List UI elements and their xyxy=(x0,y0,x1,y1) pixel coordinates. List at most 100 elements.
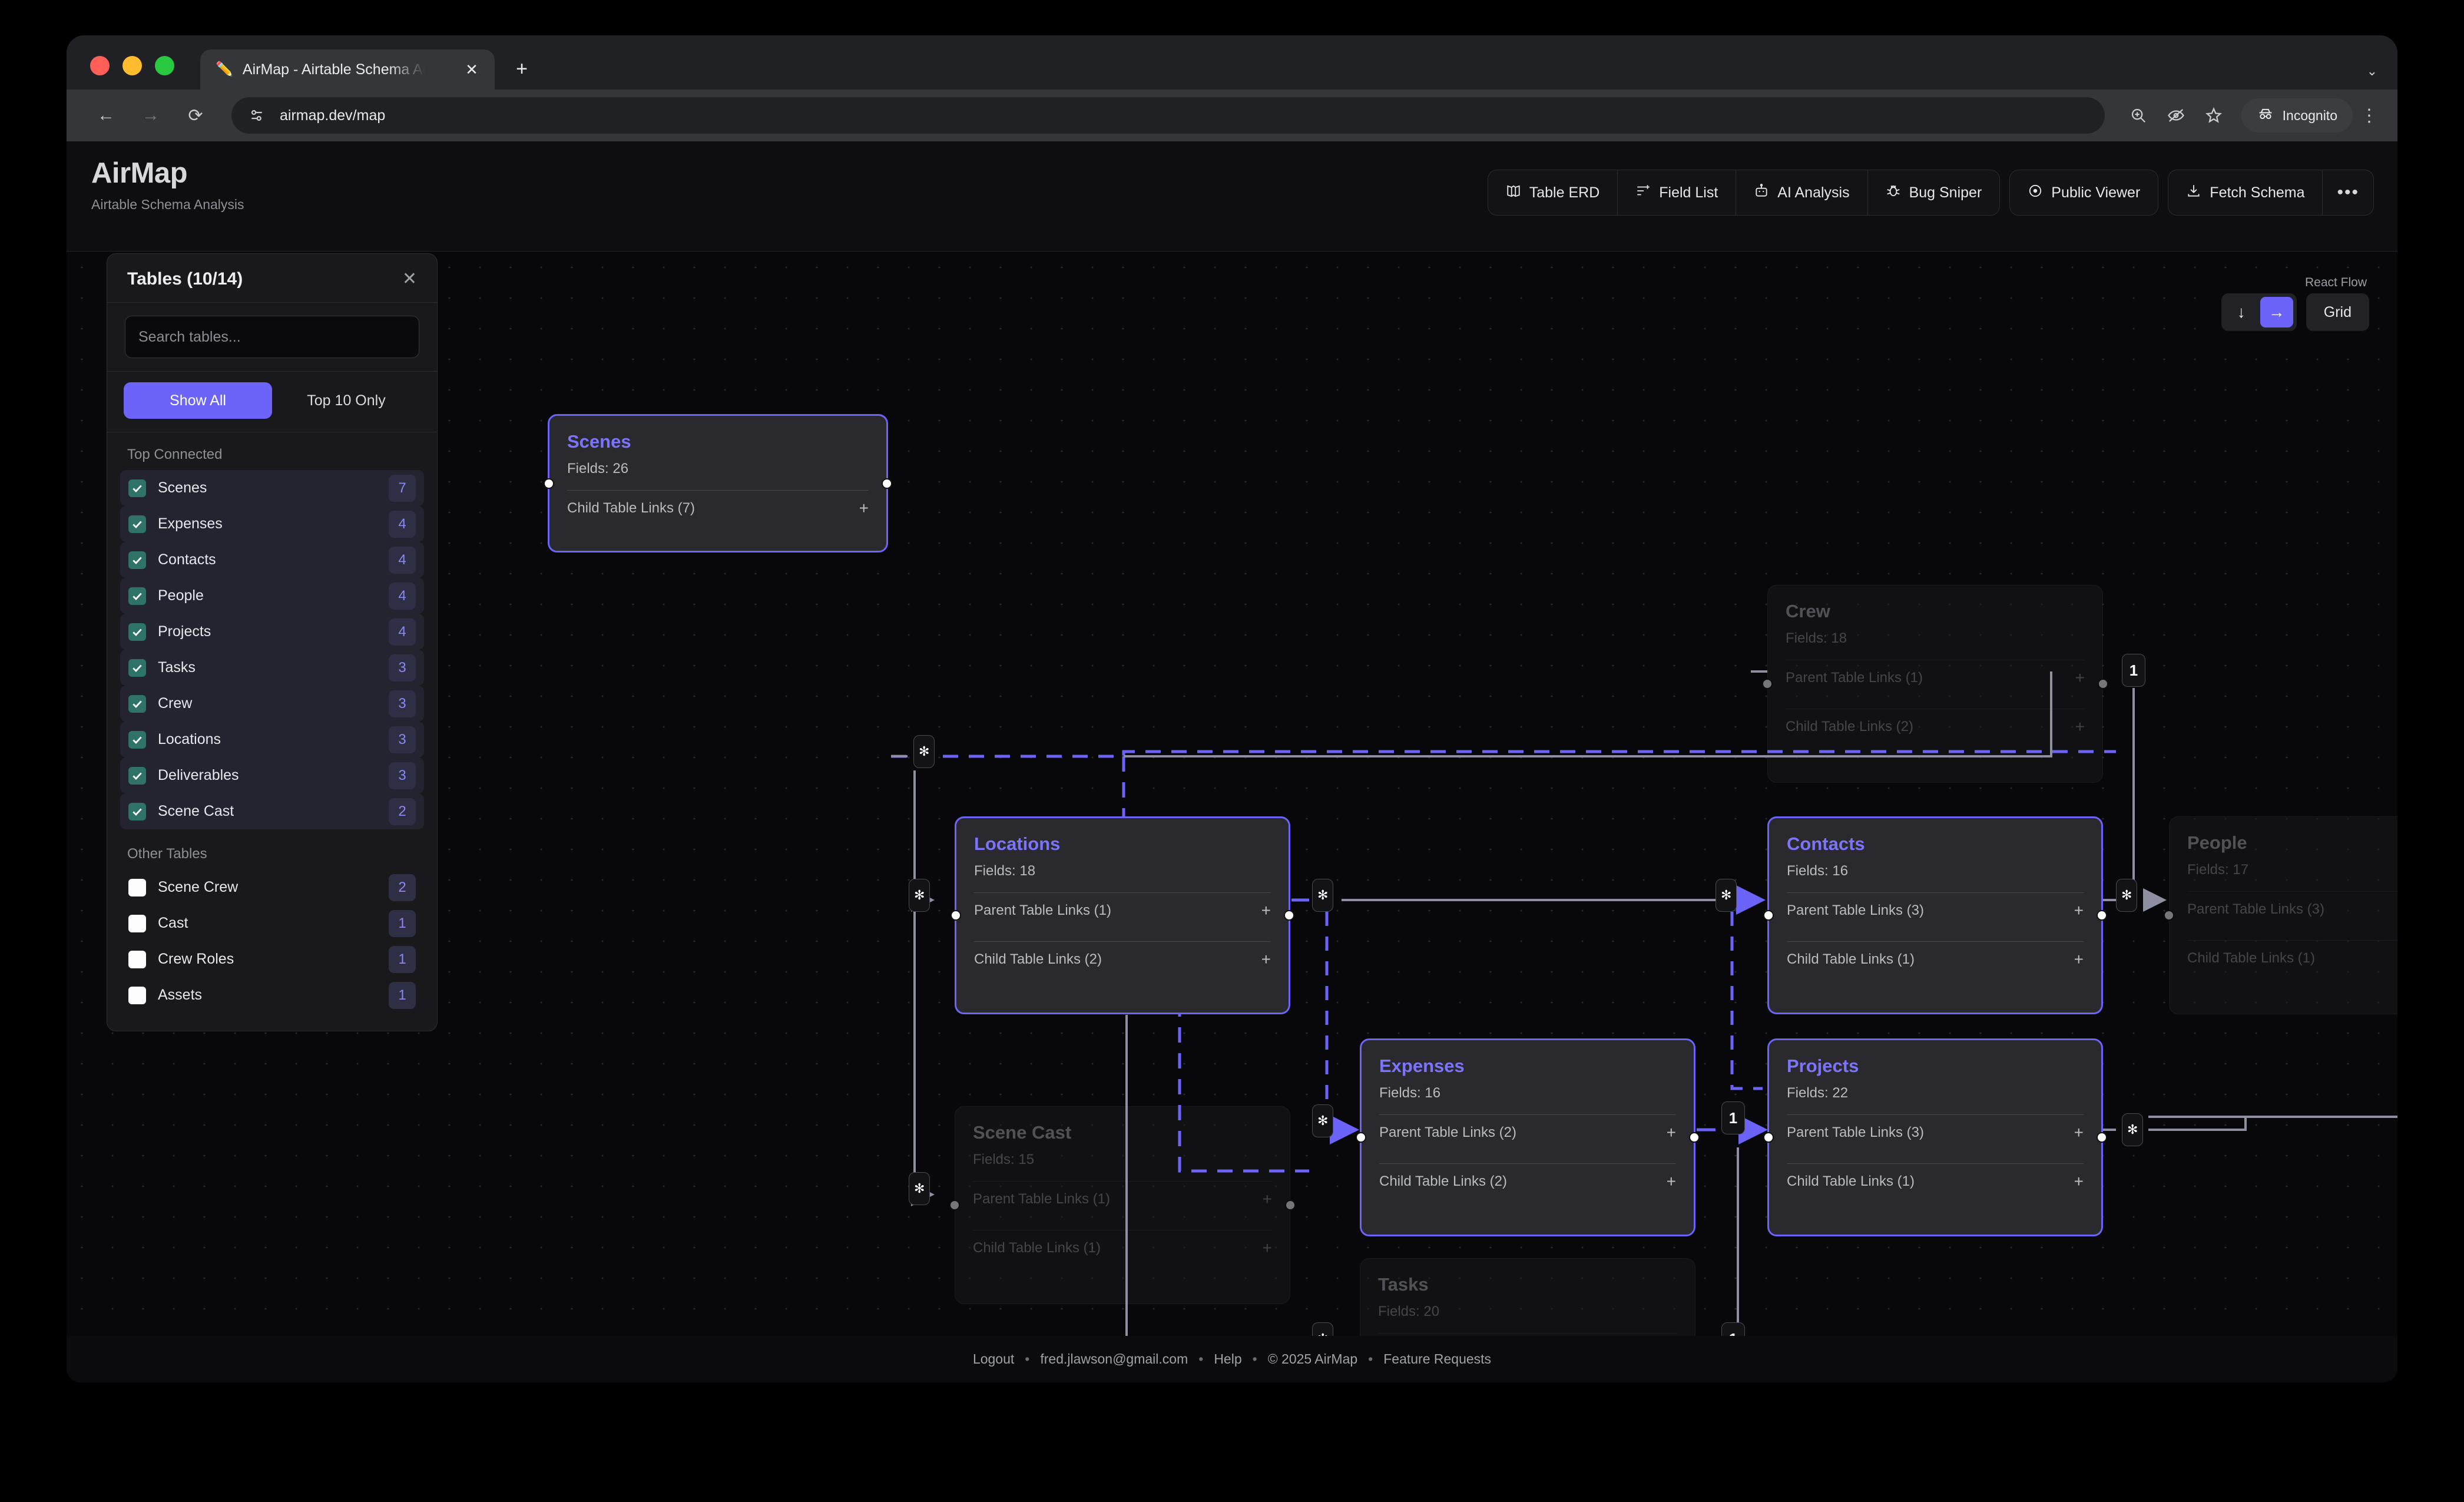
expand-plus-icon[interactable]: + xyxy=(2074,950,2084,968)
node-handle-left[interactable] xyxy=(1763,910,1774,921)
toolbar-overflow-button[interactable]: ••• xyxy=(2337,183,2359,202)
parent-links-row[interactable]: Parent Table Links (1)+ xyxy=(1378,1334,1677,1336)
node-handle-right[interactable] xyxy=(2098,679,2108,689)
expand-plus-icon[interactable]: + xyxy=(2075,717,2085,736)
child-links-row[interactable]: Child Table Links (1)+ xyxy=(1787,1164,2084,1199)
node-handle-right[interactable] xyxy=(2097,910,2107,921)
parent-links-row[interactable]: Parent Table Links (1)+ xyxy=(974,893,1271,928)
expand-plus-icon[interactable]: + xyxy=(1262,1239,1272,1257)
new-tab-button[interactable]: + xyxy=(516,58,528,80)
chevron-down-icon[interactable]: ⌄ xyxy=(2366,64,2377,78)
parent-links-row[interactable]: Parent Table Links (1)+ xyxy=(1786,660,2085,696)
node-handle-left[interactable] xyxy=(1356,1132,1366,1143)
layout-horizontal-button[interactable]: → xyxy=(2260,297,2293,327)
checkbox-unchecked-icon[interactable] xyxy=(128,878,146,896)
node-handle-left[interactable] xyxy=(1763,1132,1774,1143)
checkbox-checked-icon[interactable] xyxy=(128,659,146,677)
checkbox-checked-icon[interactable] xyxy=(128,515,146,533)
expand-plus-icon[interactable]: + xyxy=(2074,1123,2084,1142)
expand-plus-icon[interactable]: + xyxy=(1666,1172,1676,1190)
child-links-row[interactable]: Child Table Links (1)+ xyxy=(973,1230,1272,1266)
footer-link[interactable]: © 2025 AirMap xyxy=(1267,1351,1358,1367)
checkbox-checked-icon[interactable] xyxy=(128,623,146,641)
expand-plus-icon[interactable]: + xyxy=(2074,901,2084,919)
node-handle-right[interactable] xyxy=(882,478,892,489)
close-window-button[interactable] xyxy=(90,56,110,75)
bookmark-star-icon[interactable] xyxy=(2197,98,2231,133)
child-links-row[interactable]: Child Table Links (1)+ xyxy=(1787,942,2084,977)
expand-plus-icon[interactable]: + xyxy=(859,499,869,517)
public-viewer-button[interactable]: Public Viewer xyxy=(2010,170,2158,215)
parent-links-row[interactable]: Parent Table Links (2)+ xyxy=(1379,1115,1676,1150)
node-handle-left[interactable] xyxy=(544,478,554,489)
parent-links-row[interactable]: Parent Table Links (3)+ xyxy=(2187,892,2397,927)
node-handle-left[interactable] xyxy=(951,910,961,921)
parent-links-row[interactable]: Parent Table Links (1)+ xyxy=(973,1182,1272,1217)
bug-sniper-button[interactable]: Bug Sniper xyxy=(1868,170,2000,215)
child-links-row[interactable]: Child Table Links (1)+ xyxy=(2187,941,2397,976)
child-links-row[interactable]: Child Table Links (2)+ xyxy=(1379,1164,1676,1199)
child-links-row[interactable]: Child Table Links (2)+ xyxy=(974,942,1271,977)
expand-plus-icon[interactable]: + xyxy=(1666,1123,1676,1142)
expand-plus-icon[interactable]: + xyxy=(2075,669,2085,687)
maximize-window-button[interactable] xyxy=(155,56,174,75)
node-handle-right[interactable] xyxy=(1689,1132,1700,1143)
address-bar[interactable]: airmap.dev/map xyxy=(231,97,2105,134)
node-handle-left[interactable] xyxy=(2164,910,2174,921)
footer-link[interactable]: Logout xyxy=(972,1351,1015,1367)
checkbox-unchecked-icon[interactable] xyxy=(128,986,146,1004)
expand-plus-icon[interactable]: + xyxy=(1262,1190,1272,1208)
incognito-indicator[interactable]: Incognito xyxy=(2241,98,2353,133)
tab-top-10-only[interactable]: Top 10 Only xyxy=(307,392,386,409)
search-input[interactable] xyxy=(125,316,419,358)
eye-off-icon[interactable] xyxy=(2159,98,2193,133)
tab-show-all[interactable]: Show All xyxy=(124,382,272,419)
ai-analysis-button[interactable]: AI Analysis xyxy=(1736,170,1868,215)
checkbox-checked-icon[interactable] xyxy=(128,802,146,821)
footer-link[interactable]: Help xyxy=(1214,1351,1242,1367)
minimize-window-button[interactable] xyxy=(122,56,142,75)
fetch-schema-button[interactable]: Fetch Schema xyxy=(2168,170,2323,215)
node-handle-right[interactable] xyxy=(2097,1132,2107,1143)
checkbox-unchecked-icon[interactable] xyxy=(128,914,146,932)
expand-plus-icon[interactable]: + xyxy=(1261,950,1271,968)
checkbox-unchecked-icon[interactable] xyxy=(128,950,146,968)
footer-link[interactable]: fred.jlawson@gmail.com xyxy=(1040,1351,1188,1367)
grid-toggle-button[interactable]: Grid xyxy=(2306,293,2369,331)
close-icon[interactable]: ✕ xyxy=(402,269,417,289)
node-handle-right[interactable] xyxy=(1284,910,1294,921)
layout-vertical-button[interactable]: ↓ xyxy=(2237,303,2246,321)
checkbox-checked-icon[interactable] xyxy=(128,587,146,605)
checkbox-checked-icon[interactable] xyxy=(128,730,146,749)
checkbox-checked-icon[interactable] xyxy=(128,766,146,785)
reload-icon[interactable]: ⟳ xyxy=(188,105,203,125)
expand-plus-icon[interactable]: + xyxy=(2074,1172,2084,1190)
forward-icon[interactable]: → xyxy=(142,105,160,125)
browser-tab[interactable]: ✏️ AirMap - Airtable Schema Adv ✕ xyxy=(200,49,495,90)
field-list-button[interactable]: Field List xyxy=(1618,170,1737,215)
browser-menu-icon[interactable]: ⋮ xyxy=(2360,105,2378,125)
child-links-row[interactable]: Child Table Links (2)+ xyxy=(1786,709,2085,745)
node-handle-left[interactable] xyxy=(1762,679,1773,689)
footer-link[interactable]: Feature Requests xyxy=(1383,1351,1492,1367)
close-icon[interactable]: ✕ xyxy=(465,61,478,78)
child-links-row[interactable]: Child Table Links (7)+ xyxy=(567,491,869,526)
checkbox-checked-icon[interactable] xyxy=(128,479,146,497)
